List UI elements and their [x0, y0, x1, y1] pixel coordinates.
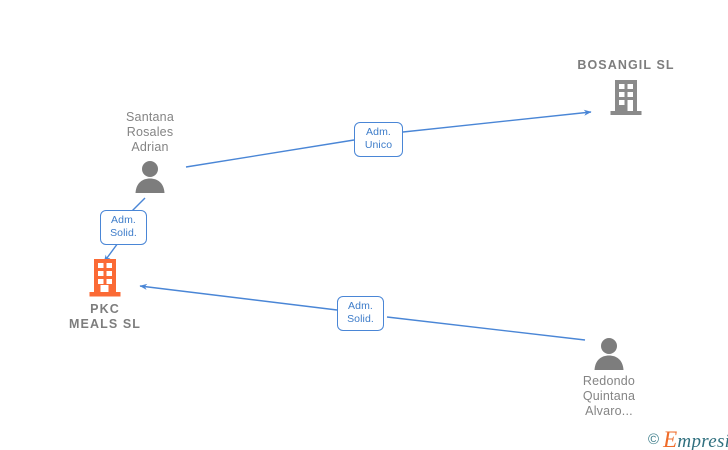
- brand-initial: E: [663, 427, 678, 450]
- node-label-pkc: PKC MEALS SL: [69, 302, 141, 331]
- node-label-redondo: Redondo Quintana Alvaro...: [582, 374, 636, 418]
- node-santana-rosales-adrian[interactable]: Santana Rosales Adrian: [70, 110, 230, 193]
- empresia-watermark: © Empresia: [648, 428, 728, 450]
- edge-label-adm-solid-santana[interactable]: Adm. Solid.: [100, 210, 147, 245]
- brand-rest: mpresia: [677, 431, 728, 450]
- building-icon[interactable]: [25, 256, 185, 298]
- edge-label-adm-unico[interactable]: Adm. Unico: [354, 122, 403, 157]
- node-label-bosangil: BOSANGIL SL: [577, 58, 675, 72]
- node-pkc-meals-sl[interactable]: PKC MEALS SL: [25, 256, 185, 332]
- person-icon[interactable]: [70, 159, 230, 193]
- copyright-icon: ©: [648, 431, 660, 448]
- node-label-santana: Santana Rosales Adrian: [126, 110, 174, 154]
- node-redondo-quintana-alvaro[interactable]: Redondo Quintana Alvaro...: [529, 336, 689, 419]
- brand-name: Empresia: [663, 428, 728, 450]
- person-icon[interactable]: [529, 336, 689, 370]
- edge-label-adm-solid-redondo[interactable]: Adm. Solid.: [337, 296, 384, 331]
- building-icon[interactable]: [546, 77, 706, 117]
- node-bosangil[interactable]: BOSANGIL SL: [546, 58, 706, 117]
